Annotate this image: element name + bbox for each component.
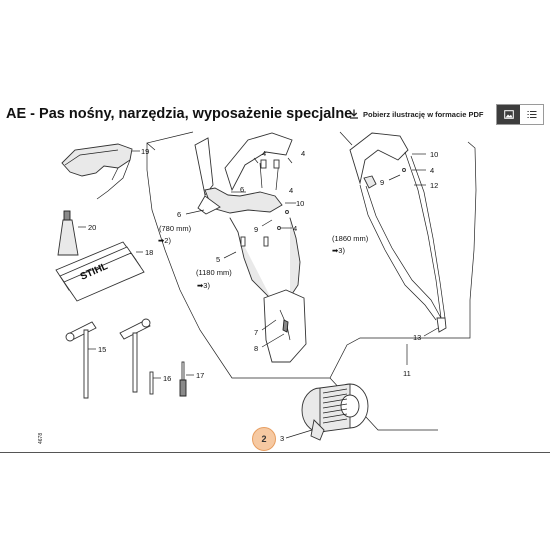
view-toggle xyxy=(496,104,544,125)
parts-diagram: 19 20 STIHL 18 15 16 17 xyxy=(38,131,477,444)
ref-1860: ➡3) xyxy=(332,246,345,255)
image-view-icon xyxy=(503,110,514,119)
label-20: 20 xyxy=(88,223,96,232)
label-19: 19 xyxy=(141,147,149,156)
shoulder-strap-part xyxy=(349,132,447,333)
page-header: AE - Pas nośny, narzędzia, wyposażenie s… xyxy=(0,100,550,130)
label-11: 11 xyxy=(403,369,411,378)
label-4b: 4 xyxy=(301,149,305,158)
label-12: 12 xyxy=(430,181,438,190)
label-3: 3 xyxy=(280,434,284,443)
label-17: 17 xyxy=(196,371,204,380)
group-frame xyxy=(146,131,477,431)
ref-780: ➡2) xyxy=(158,236,171,245)
harness-part xyxy=(194,132,307,363)
label-8: 8 xyxy=(254,344,258,353)
label-7: 7 xyxy=(254,328,258,337)
label-5: 5 xyxy=(216,255,220,264)
page-title: AE - Pas nośny, narzędzia, wyposażenie s… xyxy=(6,106,353,122)
length-1860: (1860 mm) xyxy=(332,234,369,243)
highlighted-part-2[interactable]: 2 xyxy=(252,427,276,451)
label-10b: 10 xyxy=(430,150,438,159)
label-13: 13 xyxy=(413,333,421,342)
combination-wrench-part xyxy=(65,318,151,399)
screwdriver-part xyxy=(179,361,187,397)
label-4d: 4 xyxy=(293,224,297,233)
glasses-part xyxy=(61,143,133,200)
label-6a: 6 xyxy=(240,185,244,194)
grease-tube-part xyxy=(57,210,79,256)
manual-part: STIHL xyxy=(55,241,145,302)
label-10a: 10 xyxy=(296,199,304,208)
download-pdf-link[interactable]: Pobierz ilustrację w formacie PDF xyxy=(349,109,483,119)
strap-roll-part xyxy=(301,383,369,441)
length-780: (780 mm) xyxy=(159,224,192,233)
ref-1180: ➡3) xyxy=(197,281,210,290)
list-view-icon xyxy=(527,110,536,119)
label-18: 18 xyxy=(145,248,153,257)
label-16: 16 xyxy=(163,374,171,383)
label-9b: 9 xyxy=(380,178,384,187)
divider xyxy=(0,452,550,453)
pin-part xyxy=(149,371,154,395)
length-1180: (1180 mm) xyxy=(196,268,232,277)
label-6b: 6 xyxy=(177,210,181,219)
image-view-button[interactable] xyxy=(497,105,520,124)
download-icon xyxy=(350,109,358,119)
label-9a: 9 xyxy=(254,225,258,234)
label-4e: 4 xyxy=(430,166,434,175)
drawing-number: 4678 xyxy=(38,433,44,444)
label-4a: 4 xyxy=(262,149,266,158)
list-view-button[interactable] xyxy=(520,105,543,124)
download-pdf-label: Pobierz ilustrację w formacie PDF xyxy=(363,109,484,119)
label-15: 15 xyxy=(98,345,106,354)
label-4c: 4 xyxy=(289,186,293,195)
